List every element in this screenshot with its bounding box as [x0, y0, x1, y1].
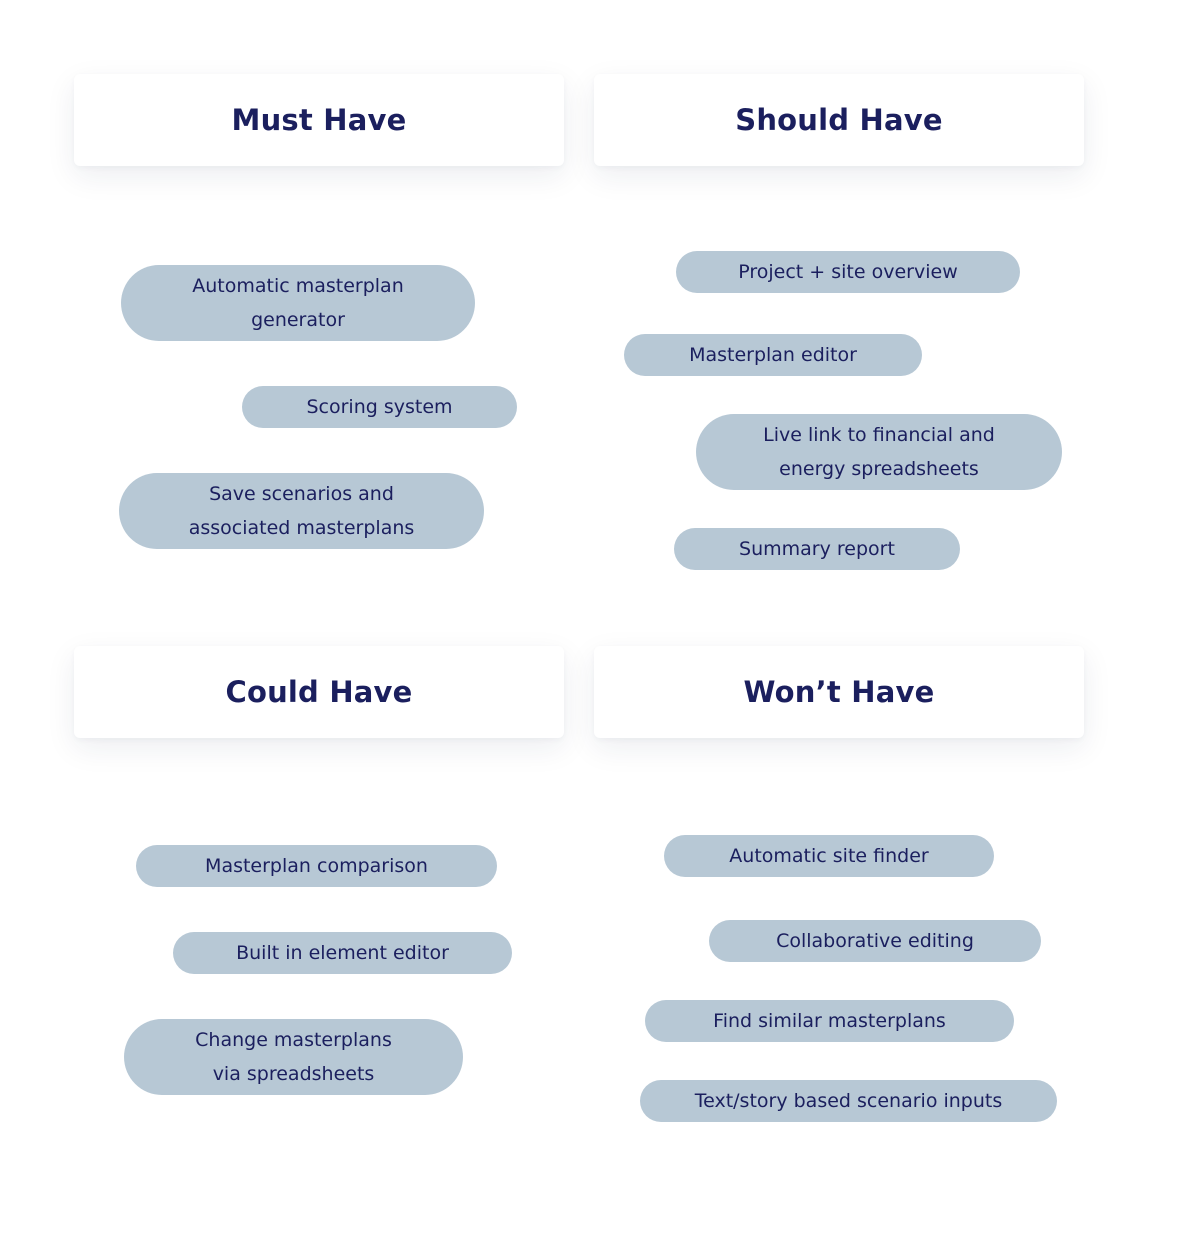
should-item-project-overview: Project + site overview	[676, 251, 1020, 293]
must-have-title: Must Have	[231, 103, 407, 137]
could-item-element-editor: Built in element editor	[173, 932, 512, 974]
wont-item-collaborative-editing: Collaborative editing	[709, 920, 1041, 962]
should-item-masterplan-editor: Masterplan editor	[624, 334, 922, 376]
wont-have-header: Won’t Have	[594, 646, 1084, 738]
must-item-masterplan-generator: Automatic masterplan generator	[121, 265, 475, 341]
wont-item-site-finder: Automatic site finder	[664, 835, 994, 877]
must-item-save-scenarios: Save scenarios and associated masterplan…	[119, 473, 484, 549]
should-item-live-link: Live link to financial and energy spread…	[696, 414, 1062, 490]
could-have-title: Could Have	[225, 675, 413, 709]
could-have-header: Could Have	[74, 646, 564, 738]
should-have-header: Should Have	[594, 74, 1084, 166]
must-item-scoring-system: Scoring system	[242, 386, 517, 428]
wont-have-title: Won’t Have	[743, 675, 935, 709]
must-have-header: Must Have	[74, 74, 564, 166]
wont-item-similar-masterplans: Find similar masterplans	[645, 1000, 1014, 1042]
should-item-summary-report: Summary report	[674, 528, 960, 570]
could-item-masterplan-comparison: Masterplan comparison	[136, 845, 497, 887]
could-item-change-masterplans: Change masterplans via spreadsheets	[124, 1019, 463, 1095]
should-have-title: Should Have	[735, 103, 943, 137]
wont-item-story-inputs: Text/story based scenario inputs	[640, 1080, 1057, 1122]
